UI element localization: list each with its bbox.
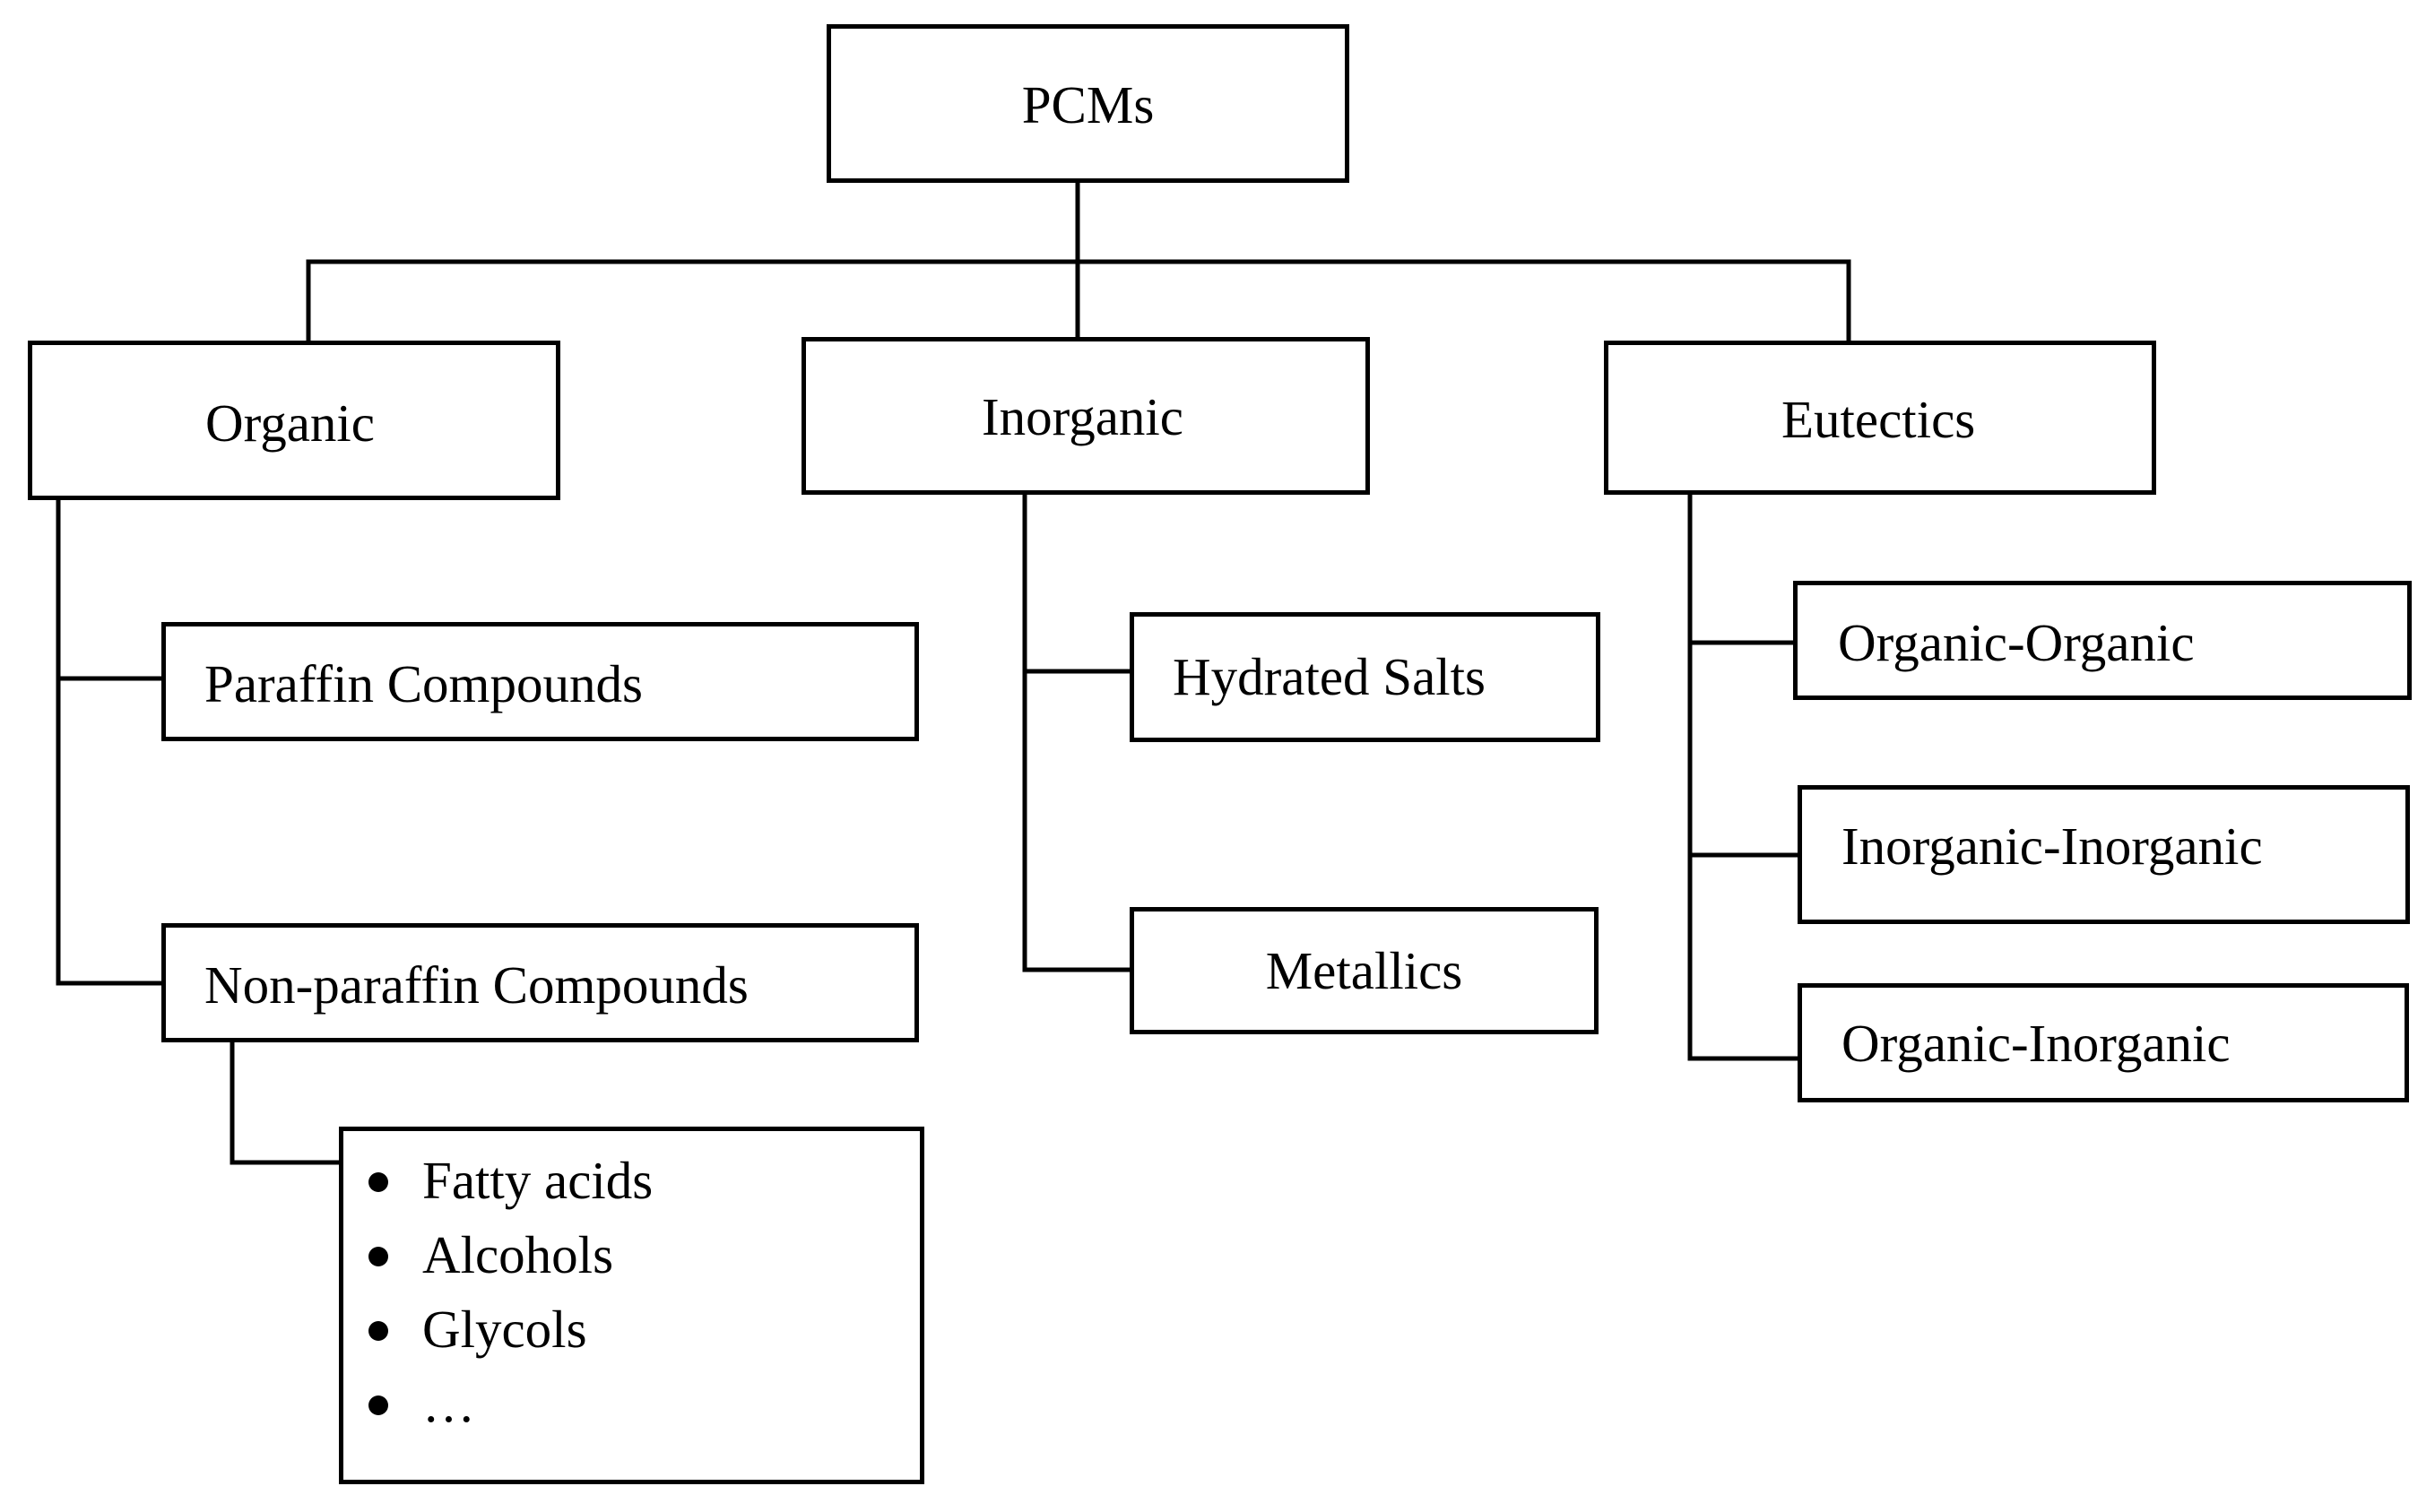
category-label-organic: Organic <box>205 393 375 453</box>
example-label: Glycols <box>422 1300 587 1359</box>
list-item: Alcohols <box>368 1229 653 1303</box>
node-label-hydrated-salts: Hydrated Salts <box>1173 647 1486 706</box>
bullet-icon <box>368 1395 388 1415</box>
category-box-organic: Organic <box>28 341 560 500</box>
category-box-inorganic: Inorganic <box>802 337 1370 495</box>
example-label: Fatty acids <box>422 1151 654 1210</box>
bullet-icon <box>368 1247 388 1266</box>
node-box-organic-inorganic: Organic-Inorganic <box>1798 983 2409 1102</box>
node-box-inorganic-inorganic: Inorganic-Inorganic <box>1798 785 2410 924</box>
examples-box: Fatty acids Alcohols Glycols … <box>339 1127 924 1484</box>
list-item: Glycols <box>368 1303 653 1378</box>
list-item: Fatty acids <box>368 1154 653 1229</box>
node-label-non-paraffin-compounds: Non-paraffin Compounds <box>204 955 749 1015</box>
category-box-eutectics: Eutectics <box>1604 341 2156 495</box>
node-label-organic-organic: Organic-Organic <box>1838 613 2195 672</box>
node-box-hydrated-salts: Hydrated Salts <box>1130 612 1600 742</box>
list-item: … <box>368 1378 653 1452</box>
node-label-inorganic-inorganic: Inorganic-Inorganic <box>1841 816 2263 876</box>
example-label: … <box>422 1374 475 1433</box>
node-box-paraffin-compounds: Paraffin Compounds <box>161 622 919 741</box>
node-label-paraffin-compounds: Paraffin Compounds <box>204 654 643 713</box>
node-label-metallics: Metallics <box>1265 941 1463 1000</box>
bullet-icon <box>368 1172 388 1192</box>
root-box: PCMs <box>827 24 1349 183</box>
example-label: Alcohols <box>422 1225 614 1284</box>
category-label-inorganic: Inorganic <box>982 387 1183 446</box>
root-label: PCMs <box>1021 75 1155 134</box>
node-box-organic-organic: Organic-Organic <box>1793 581 2412 700</box>
category-label-eutectics: Eutectics <box>1781 390 1976 449</box>
node-box-metallics: Metallics <box>1130 907 1599 1034</box>
node-label-organic-inorganic: Organic-Inorganic <box>1841 1014 2231 1073</box>
bullet-icon <box>368 1321 388 1341</box>
examples-list: Fatty acids Alcohols Glycols … <box>368 1154 653 1452</box>
node-box-non-paraffin-compounds: Non-paraffin Compounds <box>161 923 919 1042</box>
